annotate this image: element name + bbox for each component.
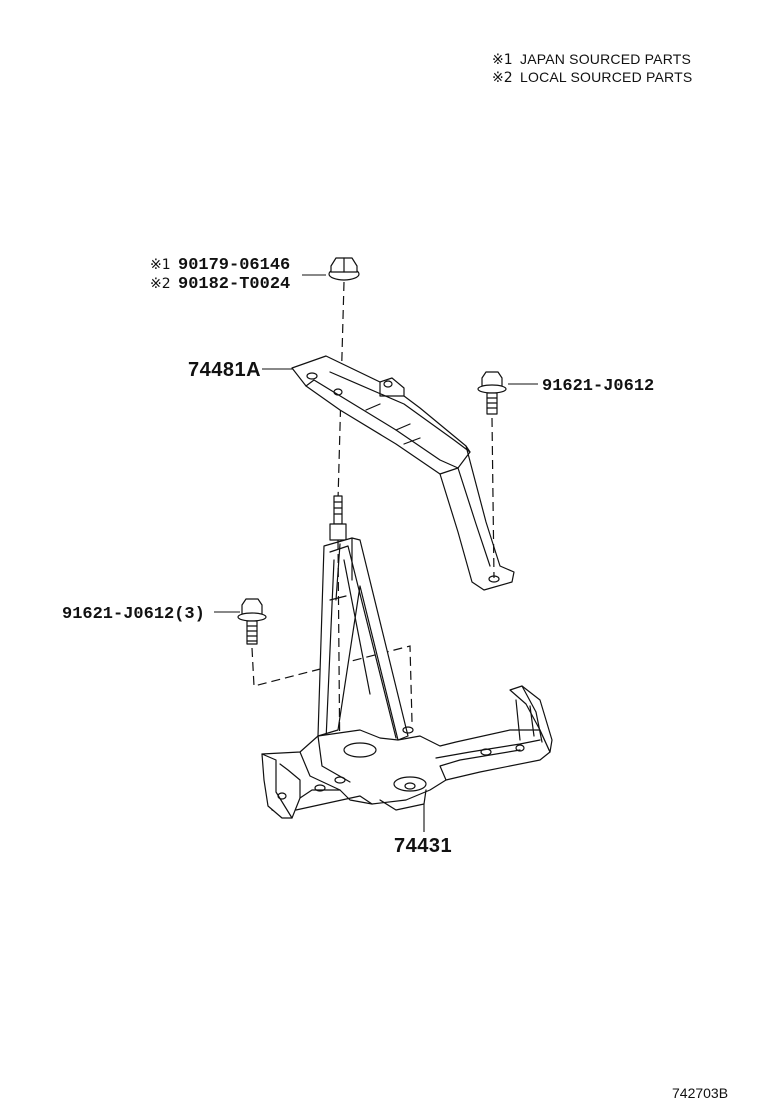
nut-mark-1: ※1	[150, 257, 171, 273]
left-bolt-part-number[interactable]: 91621-J0612(3)	[62, 605, 205, 624]
nut-part-number-1[interactable]: 90179-06146	[178, 256, 290, 275]
nut-dash-line	[337, 281, 345, 501]
bracket-drawing	[291, 355, 515, 591]
nut-callout: ※1 90179-06146 ※2 90182-T0024	[150, 256, 326, 294]
legend-mark-1: ※1	[492, 52, 513, 68]
left-bolt-icon	[237, 598, 267, 645]
legend: ※1 JAPAN SOURCED PARTS ※2 LOCAL SOURCED …	[492, 51, 692, 86]
stud-icon	[329, 495, 347, 541]
nut-part-number-2[interactable]: 90182-T0024	[178, 275, 290, 294]
bracket-part-number[interactable]: 74481A	[188, 359, 261, 381]
right-bolt-part-number[interactable]: 91621-J0612	[542, 377, 654, 396]
diagram-code: 742703B	[672, 1085, 728, 1101]
legend-text-1: JAPAN SOURCED PARTS	[520, 51, 691, 67]
legend-text-2: LOCAL SOURCED PARTS	[520, 69, 692, 85]
right-bolt-dash-line	[491, 417, 495, 579]
tray-part-number[interactable]: 74431	[394, 835, 452, 857]
flange-nut-icon	[328, 257, 360, 281]
legend-mark-2: ※2	[492, 70, 513, 86]
right-bolt-icon	[477, 371, 507, 415]
tray-drawing	[261, 537, 553, 819]
nut-mark-2: ※2	[150, 276, 171, 292]
